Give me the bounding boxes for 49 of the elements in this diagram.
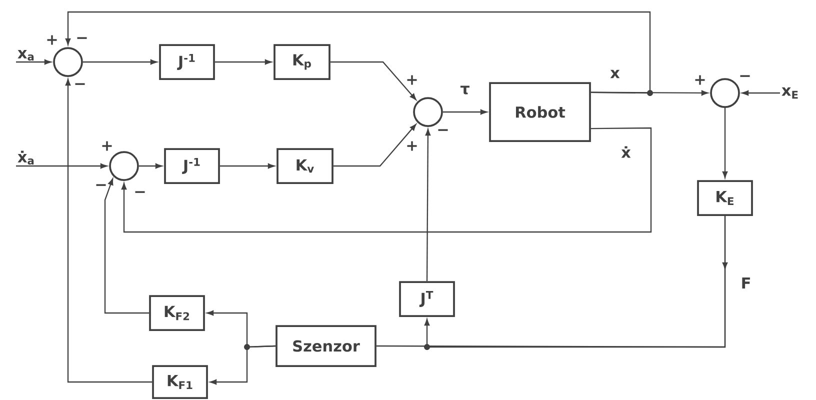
edge-label: F xyxy=(740,276,752,290)
edge-label: ẋ xyxy=(620,145,632,159)
block-box: J$^{-1}$ xyxy=(164,148,220,184)
arrow xyxy=(330,61,416,100)
arrow xyxy=(138,163,162,169)
arrow xyxy=(442,109,488,115)
arrow xyxy=(210,345,276,385)
arrow xyxy=(104,178,150,314)
block-box: J$^{T}$ xyxy=(399,281,455,317)
signal-label: x$_{E}$ xyxy=(782,87,798,99)
arrow xyxy=(742,90,780,96)
block-box: J$^{-1}$ xyxy=(159,44,215,80)
arrow xyxy=(65,11,651,94)
signal-label: x$_{a}$ xyxy=(18,50,34,61)
arrow xyxy=(722,108,728,178)
sign-label: − xyxy=(135,191,145,193)
arrow xyxy=(220,163,275,169)
block-box: K$_{F2}$ xyxy=(149,295,205,331)
sign-label: − xyxy=(77,37,87,39)
arrow xyxy=(333,124,416,167)
sign-label: + xyxy=(102,141,112,151)
arrow xyxy=(121,127,652,233)
sign-label: − xyxy=(75,83,85,85)
summing-junction xyxy=(109,151,139,181)
edge-label: τ xyxy=(458,84,472,96)
block-box: K$_{p}$ xyxy=(274,44,330,80)
block-box: Robot xyxy=(489,82,591,142)
arrow xyxy=(425,128,431,282)
block-box: K$_{E}$ xyxy=(697,180,753,216)
sign-label: + xyxy=(407,141,417,151)
sign-label: − xyxy=(96,184,106,186)
arrow xyxy=(214,59,272,65)
signal-label: ẋ$_{a}$ xyxy=(18,150,34,165)
summing-junction xyxy=(710,78,740,108)
sign-label: − xyxy=(438,129,448,131)
block-box: K$_{F1}$ xyxy=(152,365,208,399)
sign-label: + xyxy=(695,75,705,85)
sign-label: + xyxy=(407,75,417,85)
edge-label: x xyxy=(608,68,622,80)
arrow xyxy=(82,59,158,65)
block-box: K$_{v}$ xyxy=(276,148,334,184)
summing-junction xyxy=(53,47,83,77)
summing-junction xyxy=(413,97,443,127)
arrow xyxy=(16,59,52,65)
arrow xyxy=(65,78,152,383)
block-box: Szenzor xyxy=(276,325,376,367)
sign-label: + xyxy=(47,35,57,45)
sign-label: − xyxy=(740,75,750,77)
arrow xyxy=(16,163,108,169)
